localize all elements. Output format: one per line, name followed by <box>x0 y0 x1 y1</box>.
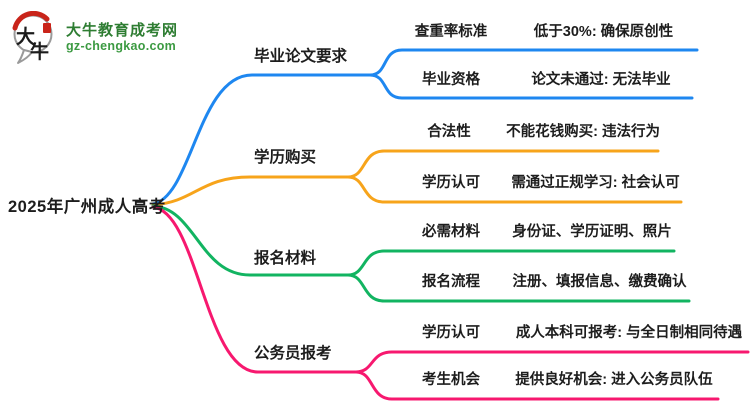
branch-2-main-connector <box>151 175 350 207</box>
branch-1-main-connector <box>151 73 372 206</box>
sub-node-label: 考生机会 <box>422 372 480 388</box>
sub-node-label: 报名流程 <box>422 274 480 290</box>
sub-node-row: 学历认可 成人本科可报考: 与全日制相同待遇 <box>392 321 748 342</box>
branch-1-child-1-connector <box>368 48 699 77</box>
branch-label-diploma-purchase: 学历购买 <box>254 149 317 166</box>
branch-label-civil-servant-exam: 公务员报考 <box>254 345 332 362</box>
sub-node-value: 不能花钱购买: 违法行为 <box>506 124 660 140</box>
sub-node-row: 毕业资格 论文未通过: 无法毕业 <box>392 68 692 89</box>
logo-domain: gz-chengkao.com <box>66 39 177 54</box>
sub-node-value: 低于30%: 确保原创性 <box>533 24 674 40</box>
branch-2-child-1-connector <box>346 149 660 179</box>
sub-node-label: 学历认可 <box>422 175 480 191</box>
sub-node-value: 需通过正规学习: 社会认可 <box>511 175 680 191</box>
sub-node-label: 必需材料 <box>422 224 480 240</box>
branch-3-child-1-connector <box>346 249 676 277</box>
sub-node-row: 报名流程 注册、填报信息、缴费确认 <box>392 270 689 291</box>
branch-2-child-2-connector <box>346 175 683 204</box>
logo-title: 大牛教育成考网 <box>66 22 179 40</box>
sub-node-value: 成人本科可报考: 与全日制相同待遇 <box>515 325 743 341</box>
sub-node-row: 合法性 不能花钱购买: 违法行为 <box>392 120 660 141</box>
sub-node-value: 注册、填报信息、缴费确认 <box>512 274 687 290</box>
sub-node-value: 论文未通过: 无法毕业 <box>531 72 671 88</box>
sub-node-value: 身份证、学历证明、照片 <box>512 224 672 240</box>
sub-node-row: 学历认可 需通过正规学习: 社会认可 <box>392 171 681 192</box>
sub-node-label: 合法性 <box>427 124 471 140</box>
branch-1-child-2-connector <box>368 73 694 100</box>
logo-char-niu: 牛 <box>30 40 49 63</box>
sub-node-label: 毕业资格 <box>422 72 480 88</box>
sub-node-row: 查重率标准 低于30%: 确保原创性 <box>392 20 697 41</box>
root-topic: 2025年广州成人高考 <box>8 198 166 216</box>
branch-label-thesis-requirements: 毕业论文要求 <box>254 48 348 65</box>
logo-red-seal <box>43 23 51 33</box>
sub-node-row: 必需材料 身份证、学历证明、照片 <box>392 220 674 241</box>
sub-node-row: 考生机会 提供良好机会: 进入公务员队伍 <box>392 368 718 389</box>
logo-red-arc <box>12 11 50 31</box>
branch-label-registration-materials: 报名材料 <box>254 250 317 267</box>
site-logo[interactable]: 大 牛 大牛教育成考网 gz-chengkao.com <box>12 11 178 65</box>
sub-node-label: 学历认可 <box>422 325 480 341</box>
sub-node-value: 提供良好机会: 进入公务员队伍 <box>515 372 713 388</box>
logo-char-da: 大 <box>16 25 35 48</box>
branch-3-main-connector <box>151 204 350 277</box>
branch-3-child-2-connector <box>346 273 691 303</box>
branch-4-main-connector <box>151 205 358 374</box>
daniu-speech-bubble-icon: 大 牛 <box>12 11 53 64</box>
branch-4-child-2-connector <box>354 370 720 401</box>
sub-node-label: 查重率标准 <box>414 24 488 40</box>
